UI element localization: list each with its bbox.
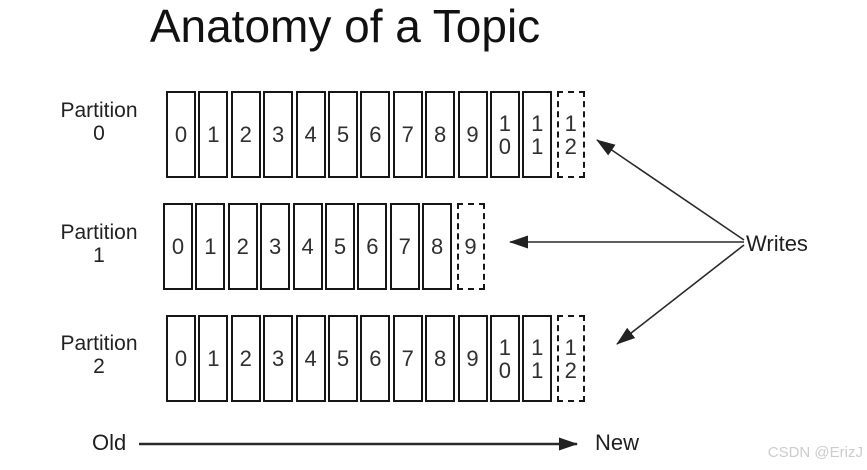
offset-value: 8	[431, 234, 444, 259]
old-label: Old	[92, 430, 127, 455]
offset-cell: 2	[227, 203, 258, 290]
offset-cell: 3	[263, 315, 294, 402]
partition-0-label: Partition 0	[39, 99, 159, 145]
offset-value: 7	[398, 234, 411, 259]
offset-value: 9	[464, 234, 477, 259]
offset-value: 0	[174, 346, 188, 371]
partition-label-number: 0	[93, 122, 105, 145]
diagram-title: Anatomy of a Topic	[149, 0, 541, 52]
offset-value: 3	[269, 234, 282, 259]
offset-value: 8	[434, 346, 447, 371]
offset-cell: 5	[327, 91, 358, 178]
offset-value: 12	[564, 110, 577, 159]
offset-cell: 7	[389, 203, 420, 290]
next-offset-cell: 12	[556, 91, 585, 178]
partition-2-label: Partition 2	[39, 332, 159, 378]
offset-value: 9	[466, 346, 479, 371]
offset-value: 3	[272, 122, 285, 147]
offset-value: 10	[498, 110, 512, 159]
offset-cell: 3	[263, 91, 294, 178]
offset-cell: 9	[457, 91, 488, 178]
offset-cell: 6	[357, 203, 388, 290]
writes-label: Writes	[746, 231, 808, 256]
offset-cell: 10	[489, 91, 520, 178]
offset-value: 6	[369, 122, 382, 147]
offset-value: 2	[239, 346, 252, 371]
partition-1-row: 0 1 2 3 4 5 6 7 8 9	[163, 203, 485, 290]
offset-value: 9	[466, 122, 479, 147]
offset-cell: 6	[360, 91, 391, 178]
offset-cell: 0	[166, 91, 196, 178]
offset-value: 12	[564, 334, 577, 383]
offset-cell: 11	[522, 91, 553, 178]
partition-label-number: 2	[93, 355, 105, 378]
partition-2-row: 0 1 2 3 4 5 6 7 8 9 10 11 12	[166, 315, 585, 402]
offset-cell: 1	[198, 91, 229, 178]
offset-cell: 7	[392, 315, 423, 402]
next-offset-cell: 9	[456, 203, 485, 290]
offset-value: 7	[401, 346, 414, 371]
next-offset-cell: 12	[556, 315, 585, 402]
offset-cell: 0	[166, 315, 196, 402]
offset-value: 4	[301, 234, 314, 259]
offset-value: 1	[204, 234, 217, 259]
offset-value: 2	[236, 234, 249, 259]
offset-value: 7	[401, 122, 414, 147]
partition-label-word: Partition	[60, 99, 138, 122]
offset-value: 5	[336, 122, 350, 147]
offset-cell: 6	[360, 315, 391, 402]
offset-value: 3	[272, 346, 285, 371]
offset-cell: 2	[230, 315, 261, 402]
offset-value: 11	[531, 110, 544, 159]
offset-cell: 0	[163, 203, 193, 290]
write-arrow-to-partition-2	[616, 244, 745, 345]
offset-value: 4	[304, 346, 317, 371]
offset-cell: 7	[392, 91, 423, 178]
offset-value: 10	[498, 334, 512, 383]
offset-value: 4	[304, 122, 317, 147]
offset-cell: 10	[489, 315, 520, 402]
partition-1-label: Partition 1	[39, 221, 159, 267]
offset-value: 1	[207, 122, 220, 147]
offset-cell: 8	[425, 315, 456, 402]
new-label: New	[595, 430, 640, 455]
offset-cell: 4	[295, 91, 326, 178]
partition-label-number: 1	[93, 244, 105, 267]
offset-value: 6	[366, 234, 379, 259]
offset-value: 6	[369, 346, 382, 371]
offset-cell: 5	[324, 203, 355, 290]
offset-value: 5	[333, 234, 347, 259]
watermark: CSDN @ErizJ	[767, 444, 863, 461]
offset-cell: 4	[295, 315, 326, 402]
offset-value: 1	[207, 346, 220, 371]
offset-cell: 1	[195, 203, 226, 290]
offset-cell: 11	[522, 315, 553, 402]
offset-value: 0	[171, 234, 185, 259]
offset-cell: 9	[457, 315, 488, 402]
offset-value: 11	[531, 334, 544, 383]
offset-cell: 1	[198, 315, 229, 402]
partition-label-word: Partition	[60, 221, 138, 244]
write-arrow-to-partition-0	[596, 139, 745, 241]
offset-cell: 8	[425, 91, 456, 178]
partition-label-word: Partition	[60, 332, 138, 355]
offset-value: 0	[174, 122, 188, 147]
offset-cell: 3	[260, 203, 291, 290]
offset-value: 5	[336, 346, 350, 371]
offset-cell: 2	[230, 91, 261, 178]
partition-0-row: 0 1 2 3 4 5 6 7 8 9 10 11 12	[166, 91, 585, 178]
offset-value: 8	[434, 122, 447, 147]
offset-cell: 8	[422, 203, 453, 290]
offset-value: 2	[239, 122, 252, 147]
offset-cell: 4	[292, 203, 323, 290]
offset-cell: 5	[327, 315, 358, 402]
